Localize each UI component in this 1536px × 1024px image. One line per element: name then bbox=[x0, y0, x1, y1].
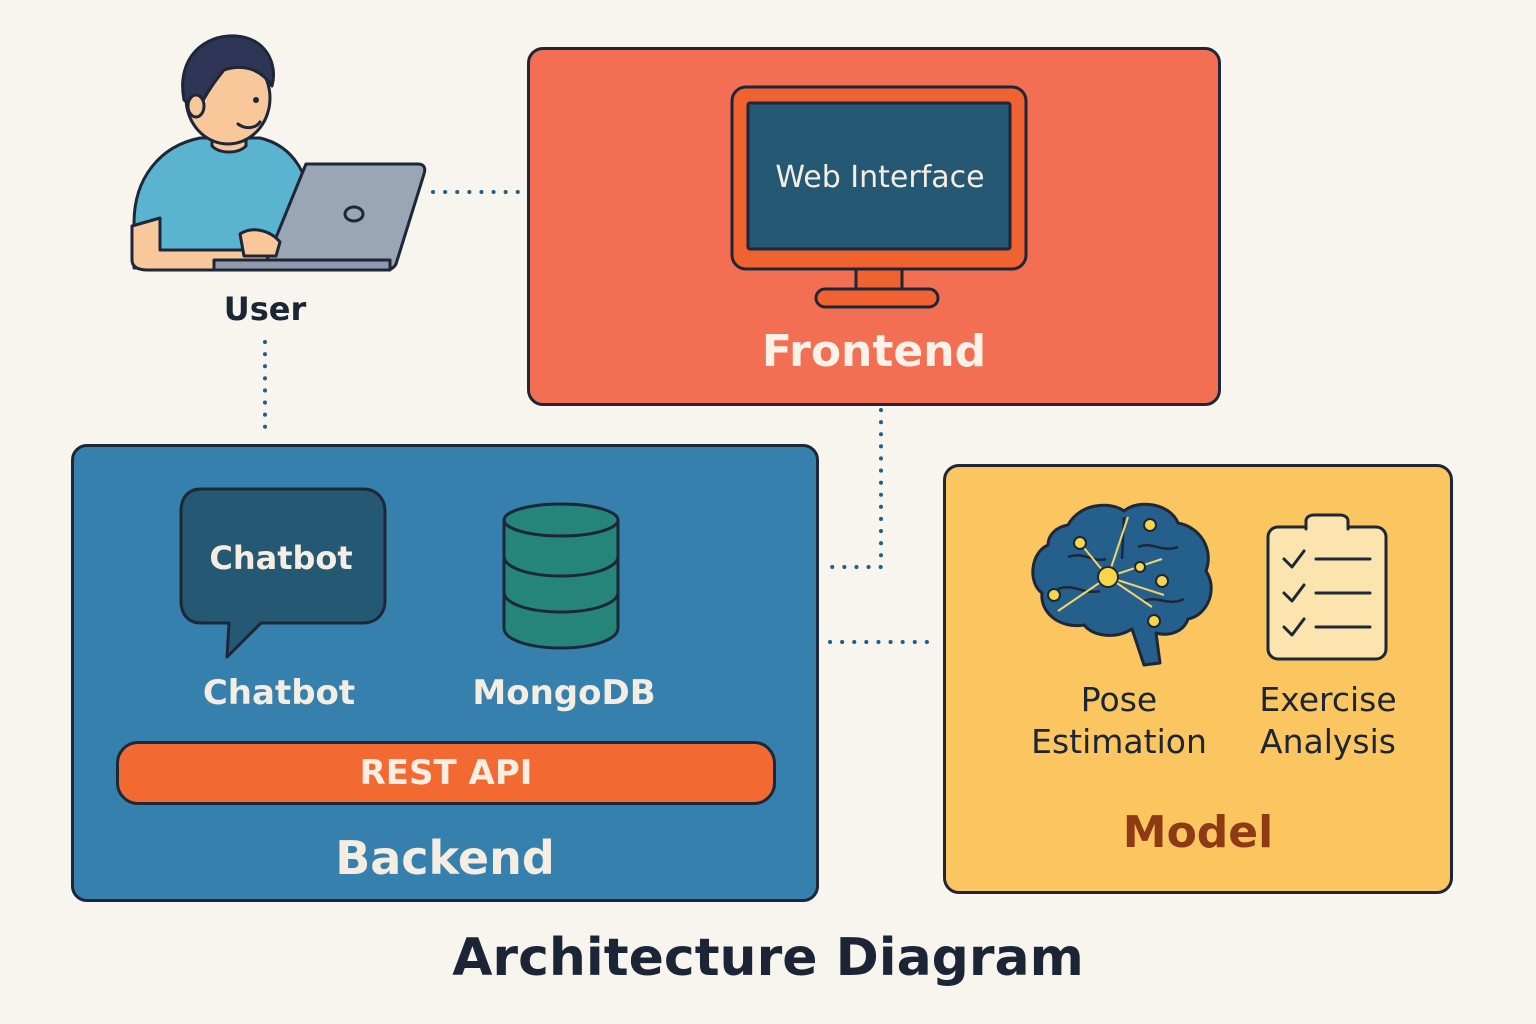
exercise-line1: Exercise bbox=[1259, 680, 1397, 719]
model-box[interactable]: Pose Estimation Exercise Analysis Model bbox=[943, 464, 1453, 894]
backend-box[interactable]: Chatbot Chatbot MongoDB REST API Backend bbox=[71, 444, 819, 902]
backend-title: Backend bbox=[335, 831, 555, 885]
exercise-line2: Analysis bbox=[1260, 722, 1396, 761]
brain-icon bbox=[1031, 502, 1213, 667]
connector-frontend-backend bbox=[830, 408, 883, 569]
chatbot-caption: Chatbot bbox=[202, 673, 356, 713]
frontend-title: Frontend bbox=[761, 326, 987, 377]
user-at-laptop-icon bbox=[130, 34, 427, 272]
diagram-title: Architecture Diagram bbox=[452, 928, 1084, 988]
frontend-box[interactable]: Web Interface Frontend bbox=[527, 47, 1221, 406]
database-icon bbox=[502, 502, 620, 650]
pose-line2: Estimation bbox=[1031, 722, 1207, 761]
web-interface-label: Web Interface bbox=[775, 160, 985, 195]
pose-line1: Pose bbox=[1080, 680, 1158, 719]
model-title: Model bbox=[1122, 807, 1274, 858]
rest-api-bar[interactable]: REST API bbox=[116, 741, 776, 805]
user-label: User bbox=[223, 290, 307, 328]
mongodb-caption: MongoDB bbox=[472, 673, 656, 713]
pose-estimation-label: Pose Estimation bbox=[1004, 679, 1234, 763]
chatbot-bubble-label: Chatbot bbox=[209, 539, 353, 577]
exercise-analysis-label: Exercise Analysis bbox=[1228, 679, 1428, 763]
monitor-icon bbox=[730, 85, 1028, 309]
chat-bubble-icon bbox=[179, 487, 387, 659]
checklist-icon bbox=[1266, 513, 1388, 661]
